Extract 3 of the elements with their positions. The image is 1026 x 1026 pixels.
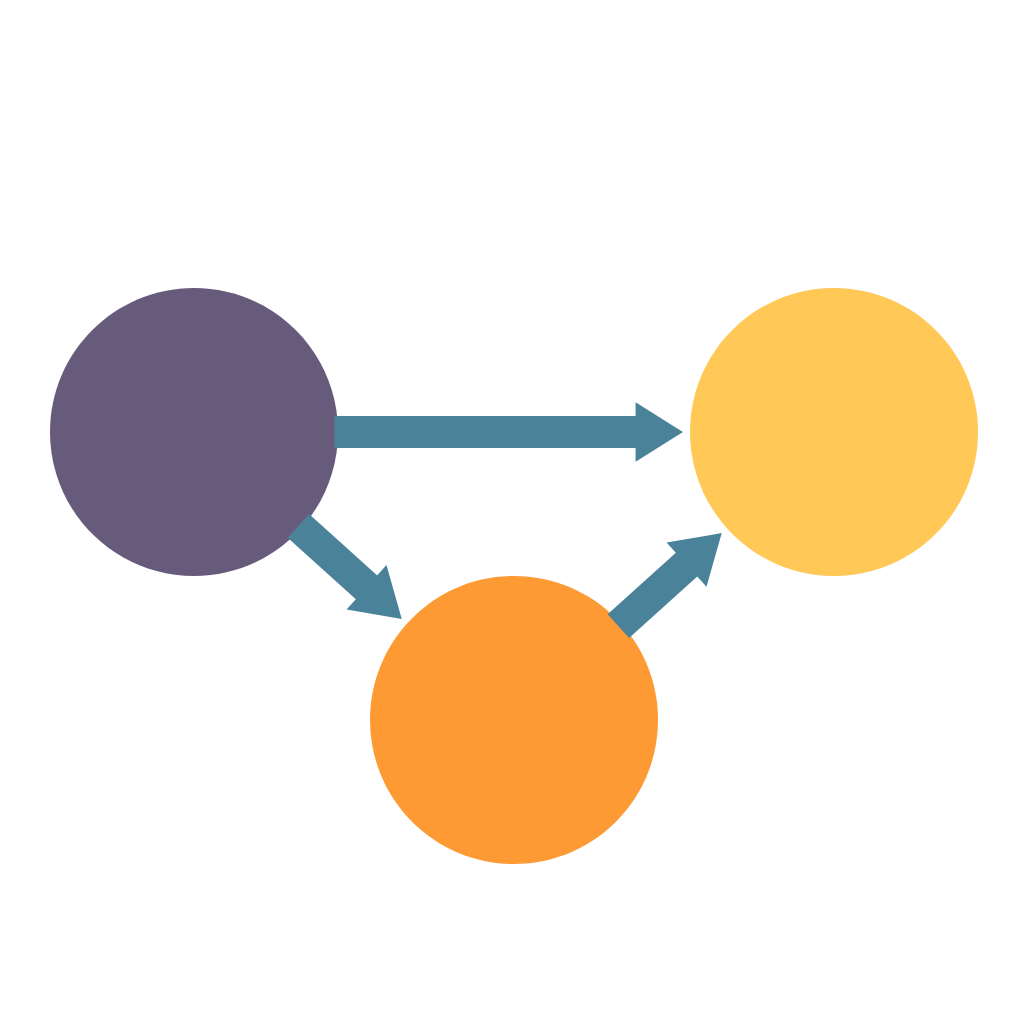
circle [370,576,658,864]
circle [690,288,978,576]
circle [50,288,338,576]
